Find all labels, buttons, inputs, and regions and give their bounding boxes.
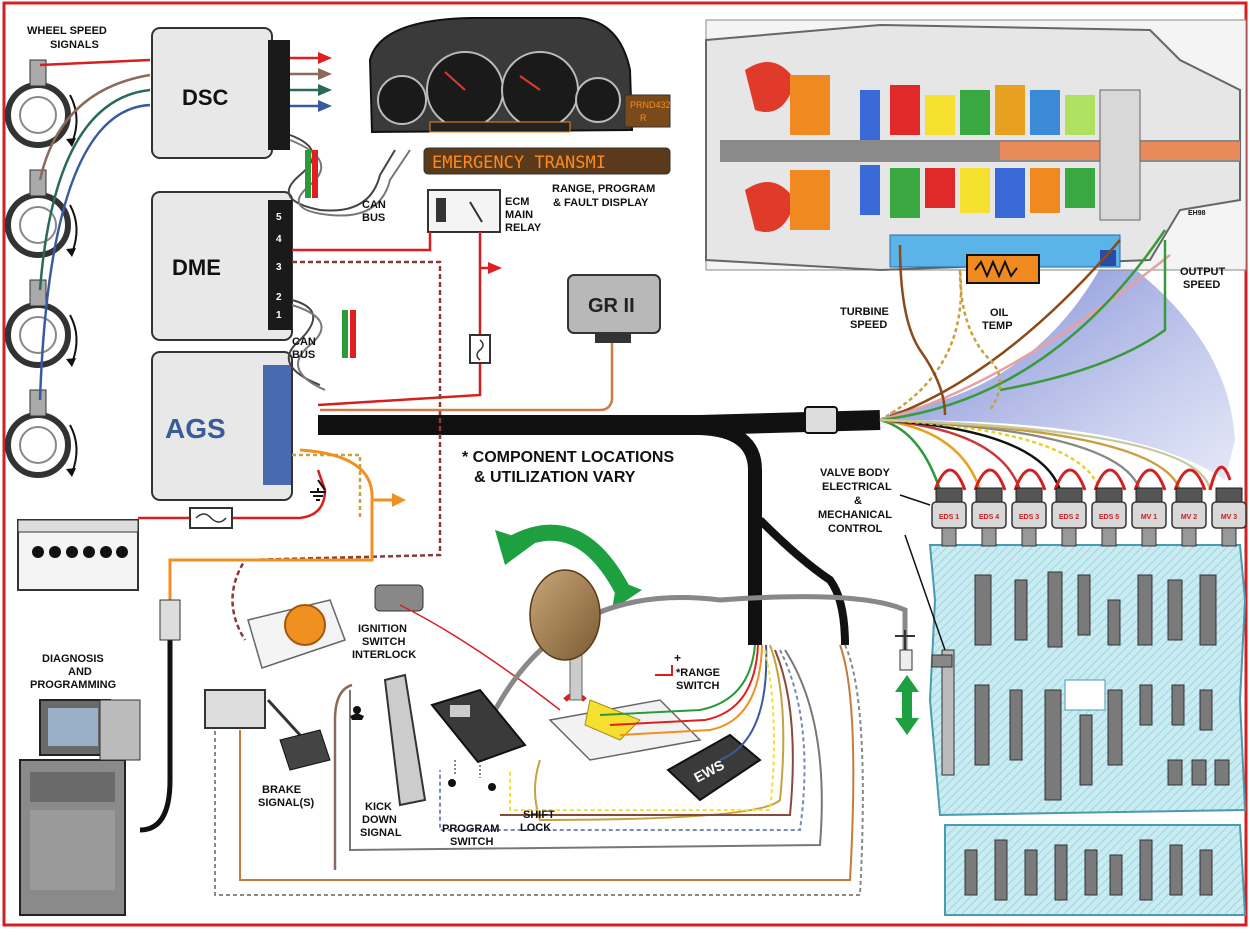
gr2-module: GR II	[567, 274, 661, 343]
gear-display: PRND432 R	[624, 94, 671, 128]
brake-pedal	[204, 689, 331, 771]
solenoid: MV 3	[1211, 487, 1247, 547]
sensor-wires	[898, 240, 1167, 416]
transmission-cutaway: EH98	[705, 19, 1247, 272]
ignition-switch	[247, 584, 424, 669]
can-bus-label-2: CAN BUS	[292, 336, 319, 361]
solenoid-wires	[879, 229, 1212, 491]
can-bus-wires	[287, 134, 411, 391]
diagnosis-station	[19, 699, 141, 916]
solenoid: EDS 1	[931, 487, 967, 547]
ignition-label: IGNITION SWITCH INTERLOCK	[352, 623, 416, 661]
signal-fan	[890, 250, 1235, 480]
svg-text:R: R	[640, 113, 647, 123]
ecm-relay-label: ECM MAIN RELAY	[505, 196, 542, 234]
svg-text:5: 5	[276, 212, 282, 223]
diagnosis-wire	[168, 448, 395, 600]
solenoid-label: MV 3	[1221, 514, 1237, 521]
svg-text:1: 1	[276, 310, 282, 321]
solenoid: MV 1	[1131, 487, 1167, 547]
svg-text:3: 3	[276, 262, 282, 273]
wheel-speed-sensor	[5, 389, 78, 478]
can-bus-indicator-1	[305, 150, 318, 198]
fuse	[469, 334, 491, 364]
solenoid-label: MV 1	[1141, 514, 1157, 521]
solenoid-label: EDS 4	[979, 514, 999, 521]
diagnosis-connector	[159, 599, 181, 641]
svg-text:AGS: AGS	[165, 413, 226, 444]
valve-body-label: VALVE BODY ELECTRICAL & MECHANICAL CONTR…	[818, 467, 895, 535]
ews-module: EWS	[666, 733, 762, 802]
oil-temp-sensor	[966, 254, 1040, 284]
eh98-label: EH98	[1188, 210, 1206, 217]
led-message-display: EMERGENCY TRANSMI	[423, 147, 671, 175]
solenoid-label: EDS 2	[1059, 514, 1079, 521]
output-speed-label: OUTPUT SPEED	[1180, 266, 1228, 291]
program-switch	[430, 688, 527, 791]
turbine-speed-label: TURBINE SPEED	[840, 306, 892, 331]
shifter-cable	[487, 594, 908, 722]
svg-text:+: +	[674, 651, 681, 665]
solenoid: MV 2	[1171, 487, 1207, 547]
main-harness	[318, 406, 881, 646]
solenoid: EDS 5	[1091, 487, 1127, 547]
program-switch-label: PROGRAM SWITCH	[442, 823, 503, 848]
solenoid-label: EDS 1	[939, 514, 959, 521]
solenoid: EDS 2	[1051, 487, 1087, 547]
wheel-speed-sensors	[5, 59, 78, 478]
valve-body	[928, 544, 1247, 916]
kick-down-label: KICK DOWN SIGNAL	[360, 801, 402, 839]
svg-text:DSC: DSC	[182, 85, 229, 110]
can-bus-label-1: CAN BUS	[362, 199, 389, 224]
diagnosis-cable	[139, 640, 173, 833]
solenoid: EDS 4	[971, 487, 1007, 547]
shifter-wires	[214, 644, 864, 896]
range-switch-label: *RANGE SWITCH	[676, 667, 723, 692]
solenoid-red-loops	[933, 465, 1232, 491]
wheel-speed-sensor	[5, 279, 78, 368]
selector-motion-arrow	[895, 675, 919, 735]
solenoid-label: EDS 3	[1019, 514, 1039, 521]
range-display-label: RANGE, PROGRAM & FAULT DISPLAY	[552, 183, 658, 209]
component-note: * COMPONENT LOCATIONS & UTILIZATION VARY	[462, 449, 679, 486]
brake-signal-label: BRAKE SIGNAL(S)	[258, 784, 315, 809]
dsc-output-arrows	[290, 52, 332, 112]
instrument-cluster	[368, 17, 634, 134]
svg-text:PRND432: PRND432	[630, 100, 671, 110]
svg-text:4: 4	[276, 234, 282, 245]
kick-down-switch	[350, 706, 364, 720]
shift-lock-label: SHIFT LOCK	[520, 809, 558, 834]
diagnosis-label: DIAGNOSIS AND PROGRAMMING	[30, 653, 116, 691]
power-wires	[138, 232, 490, 520]
ags-module: AGS	[151, 351, 293, 501]
svg-text:GR II: GR II	[588, 295, 635, 317]
harness-connector	[804, 406, 838, 434]
can-bus-indicator-2	[342, 310, 356, 358]
dashed-signal-wires	[231, 260, 442, 641]
dsc-module: DSC	[151, 27, 290, 159]
svg-text:EMERGENCY TRANSMI: EMERGENCY TRANSMI	[432, 153, 606, 173]
ground-symbol	[310, 488, 326, 501]
dme-module: DME 5 4 3 2 1	[151, 191, 293, 341]
gear-shifter	[529, 569, 702, 761]
ecm-main-relay	[427, 189, 501, 233]
solenoid-label: EDS 5	[1099, 514, 1119, 521]
wheel-speed-wires	[38, 58, 151, 401]
solenoid: EDS 3	[1011, 487, 1047, 547]
oil-temp-label: OIL TEMP	[982, 307, 1013, 332]
battery	[17, 519, 139, 591]
wheel-speed-sensor	[5, 169, 78, 258]
shift-motion-arrow	[506, 524, 633, 599]
wheel-speed-sensor	[5, 59, 78, 148]
ignition-interlock-wire	[399, 604, 561, 711]
solenoid-row: EDS 1 EDS 4 EDS 3 EDS 2 EDS 5 MV 1 MV 2 MV 3	[931, 487, 1247, 547]
kick-down-pedal	[383, 673, 427, 807]
solenoid-label: MV 2	[1181, 514, 1197, 521]
svg-text:DME: DME	[172, 255, 221, 280]
wheel-speed-label: WHEEL SPEED SIGNALS	[27, 25, 110, 51]
svg-text:2: 2	[276, 292, 282, 303]
